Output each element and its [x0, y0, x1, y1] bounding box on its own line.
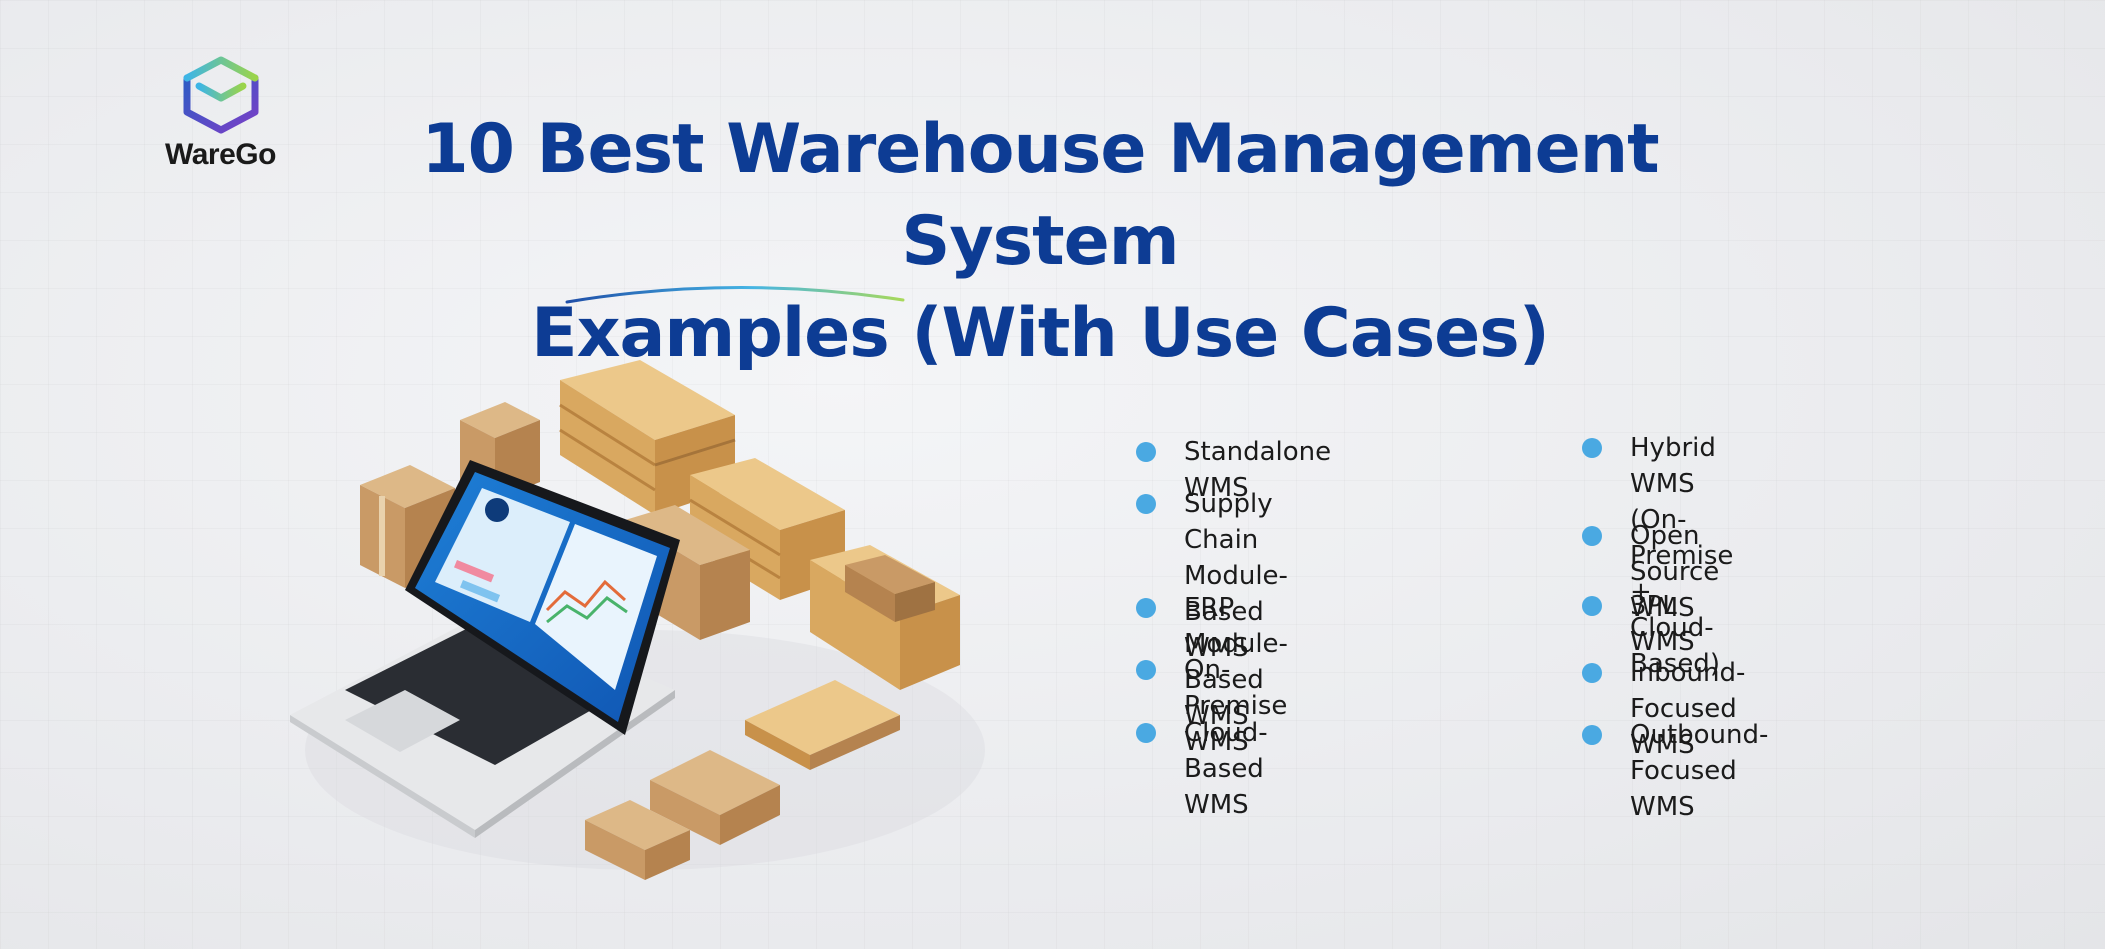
title-underline: [565, 285, 905, 304]
laptop: [290, 460, 680, 838]
bullet-icon: [1582, 596, 1602, 616]
bullet-icon: [1582, 526, 1602, 546]
pallet-stack-1: [559, 360, 736, 515]
bullet-icon: [1136, 442, 1156, 462]
bullet-icon: [1136, 660, 1156, 680]
list-item: Open Source WMS: [1582, 518, 1719, 626]
list-item: Standalone WMS: [1136, 434, 1331, 506]
list-item: Supply Chain Module-Based WMS: [1136, 486, 1288, 666]
list-item: On-Premise WMS: [1136, 652, 1287, 760]
page-title-line-2: Examples (With Use Cases): [531, 294, 1550, 373]
page-title: 10 Best Warehouse Management System Exam…: [300, 104, 1780, 380]
bullet-icon: [1136, 723, 1156, 743]
list-item: Inbound-Focused WMS: [1582, 655, 1745, 763]
list-item: Cloud-Based WMS: [1136, 715, 1268, 823]
brand-logo: WareGo: [158, 56, 283, 172]
box-front-2: [585, 800, 690, 880]
bullet-icon: [1582, 438, 1602, 458]
cube-logo-icon: [183, 56, 258, 134]
page-title-line-1: 10 Best Warehouse Management System: [421, 110, 1659, 281]
bullet-icon: [1582, 663, 1602, 683]
bullet-icon: [1582, 725, 1602, 745]
list-item: ERP Module-Based WMS: [1136, 590, 1288, 734]
laptop-warehouse-illustration: [290, 360, 985, 880]
pallet-stack-3: [810, 545, 960, 690]
list-item: Hybrid WMS (On-Premise + Cloud-Based): [1582, 430, 1733, 682]
brand-name: WareGo: [165, 138, 276, 171]
bullet-icon: [1136, 598, 1156, 618]
flat-pallet: [745, 680, 900, 770]
box-front-1: [650, 750, 780, 845]
list-item: Outbound-Focused WMS: [1582, 717, 1768, 825]
list-item: 3PL WMS: [1582, 588, 1695, 660]
bullet-icon: [1136, 494, 1156, 514]
